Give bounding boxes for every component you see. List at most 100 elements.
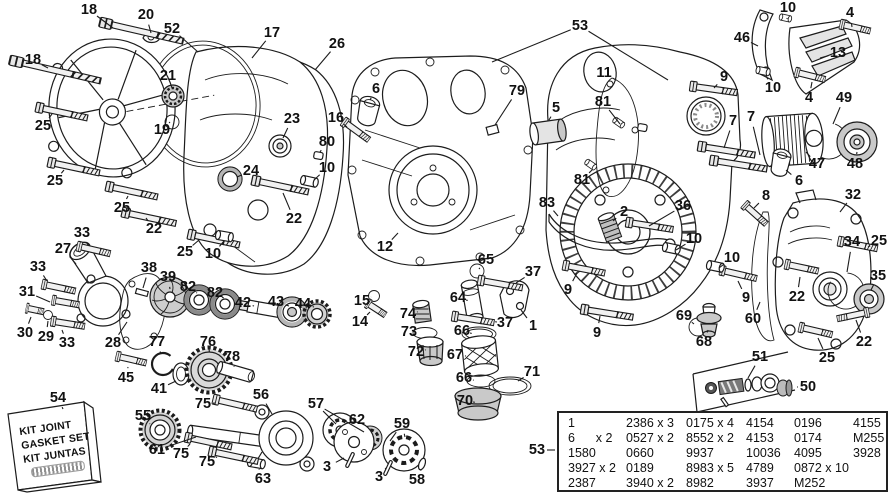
- shaft-bearing: [276, 296, 308, 328]
- leader-line-43: [285, 304, 290, 307]
- pump-pin-3b: [383, 460, 393, 476]
- part-number-cell-r2c2: 0527 x 2: [626, 431, 674, 445]
- oring-29: [43, 310, 53, 320]
- leader-line-9: [737, 280, 743, 290]
- leader-line-57: [324, 408, 365, 433]
- drain-plug: [416, 336, 444, 367]
- leader-line-65: [478, 267, 481, 270]
- pump-pin-3a: [345, 452, 355, 468]
- leader-line-10: [718, 263, 725, 269]
- oring-15: [368, 290, 380, 302]
- leader-line-10: [313, 174, 321, 181]
- leader-line-32: [839, 202, 848, 213]
- part-number-cell-r3c3: 9937: [686, 446, 714, 460]
- clutch-cover: [772, 189, 872, 351]
- leader-line-75: [215, 456, 218, 459]
- leader-line-36: [648, 210, 675, 227]
- oil-filter: [761, 112, 824, 168]
- leader-line-59: [403, 433, 406, 438]
- leader-line-37: [515, 276, 525, 284]
- leader-line-28: [118, 321, 128, 335]
- pump-seal-b: [209, 288, 241, 320]
- part-number-cell-r4c5: 0872 x 10: [794, 461, 849, 475]
- part-number-cell-r1c1: 1: [568, 416, 575, 430]
- part-number-cell-r2c1: 6 x 2: [568, 431, 613, 445]
- leader-line-68: [706, 329, 709, 333]
- leader-line-12: [391, 232, 399, 241]
- leader-line-33: [85, 241, 89, 246]
- leader-line-11: [612, 77, 617, 81]
- leader-line-26: [314, 51, 331, 71]
- right-crankcase-half: [545, 44, 742, 327]
- circlip-77: [150, 351, 176, 377]
- leader-line-69: [691, 321, 695, 325]
- leader-line-81: [588, 169, 593, 174]
- leader-line-81: [608, 109, 621, 125]
- leader-line-10: [219, 240, 225, 247]
- callout-leader-lines: [27, 15, 875, 471]
- leader-line-57: [322, 410, 337, 425]
- leader-line-24: [236, 174, 243, 178]
- leader-line-6: [785, 169, 792, 175]
- leader-line-33: [42, 275, 48, 282]
- part-number-cell-r4c1: 3927 x 2: [568, 461, 616, 475]
- leader-line-27: [69, 256, 77, 265]
- part-number-cell-r2c3: 8552 x 2: [686, 431, 734, 445]
- leader-line-53: [588, 30, 669, 81]
- leader-line-22: [797, 276, 801, 288]
- part-number-cell-r5c4: 3937: [746, 476, 774, 490]
- leader-line-13: [819, 55, 829, 59]
- leader-line-33: [61, 329, 64, 334]
- pump-gear: [302, 299, 332, 329]
- dowel-bushing: [529, 118, 567, 146]
- retainer-clip: [485, 123, 500, 136]
- water-pump-cover: [69, 241, 131, 327]
- leader-line-3: [384, 467, 387, 470]
- stud-38: [134, 287, 150, 298]
- leader-line-4: [810, 81, 813, 89]
- leader-line-14: [366, 311, 371, 316]
- part-number-cell-r4c4: 4789: [746, 461, 774, 475]
- pump-bearing-a: [183, 284, 215, 316]
- clutch-cover-gasket: [751, 211, 775, 342]
- leader-line-9: [713, 84, 718, 89]
- part-number-cell-r1c2: 2386 x 3: [626, 416, 674, 430]
- threaded-bush: [597, 212, 623, 243]
- leader-line-25: [60, 169, 65, 174]
- leader-line-82: [221, 296, 224, 299]
- leader-line-25: [48, 113, 53, 119]
- part-number-cell-r4c2: 0189: [626, 461, 654, 475]
- leader-line-21: [170, 85, 173, 89]
- part-number-cell-r3c6: 3928: [853, 446, 881, 460]
- part-number-cell-r2c5: 0174: [794, 431, 822, 445]
- leader-line-80: [319, 149, 322, 153]
- part-number-cell-r5c5: M252: [794, 476, 826, 490]
- leader-line-22: [855, 319, 862, 333]
- leader-line-61: [166, 436, 197, 448]
- leader-line-79: [494, 99, 513, 126]
- leader-line-3: [335, 457, 345, 463]
- leader-line-19: [168, 121, 171, 124]
- part-number-cell-r1c3: 0175 x 4: [686, 416, 734, 430]
- part-number-cell-r1c4: 4154: [746, 416, 774, 430]
- oil-plug: [696, 302, 722, 338]
- pump-pin-58: [417, 457, 427, 471]
- part-number-cell-r3c1: 1580: [568, 446, 596, 460]
- leader-line-51: [747, 365, 756, 379]
- leader-line-2: [612, 217, 617, 222]
- leader-line-49: [832, 106, 841, 125]
- leader-line-46: [750, 41, 759, 47]
- water-pump-impeller: [149, 276, 191, 318]
- leader-line-4: [850, 22, 853, 28]
- leader-line-23: [282, 127, 289, 139]
- leader-line-7: [752, 126, 761, 156]
- dowel-clip-80b: [637, 123, 648, 133]
- pump-drive-gear: [138, 408, 182, 452]
- drain-plug-spring: [412, 299, 432, 324]
- leader-line-25: [867, 245, 871, 248]
- oil-filter-cap: [836, 121, 878, 163]
- leader-line-56: [265, 403, 273, 415]
- leader-line-83: [553, 210, 559, 217]
- oil-strainer: [460, 335, 500, 377]
